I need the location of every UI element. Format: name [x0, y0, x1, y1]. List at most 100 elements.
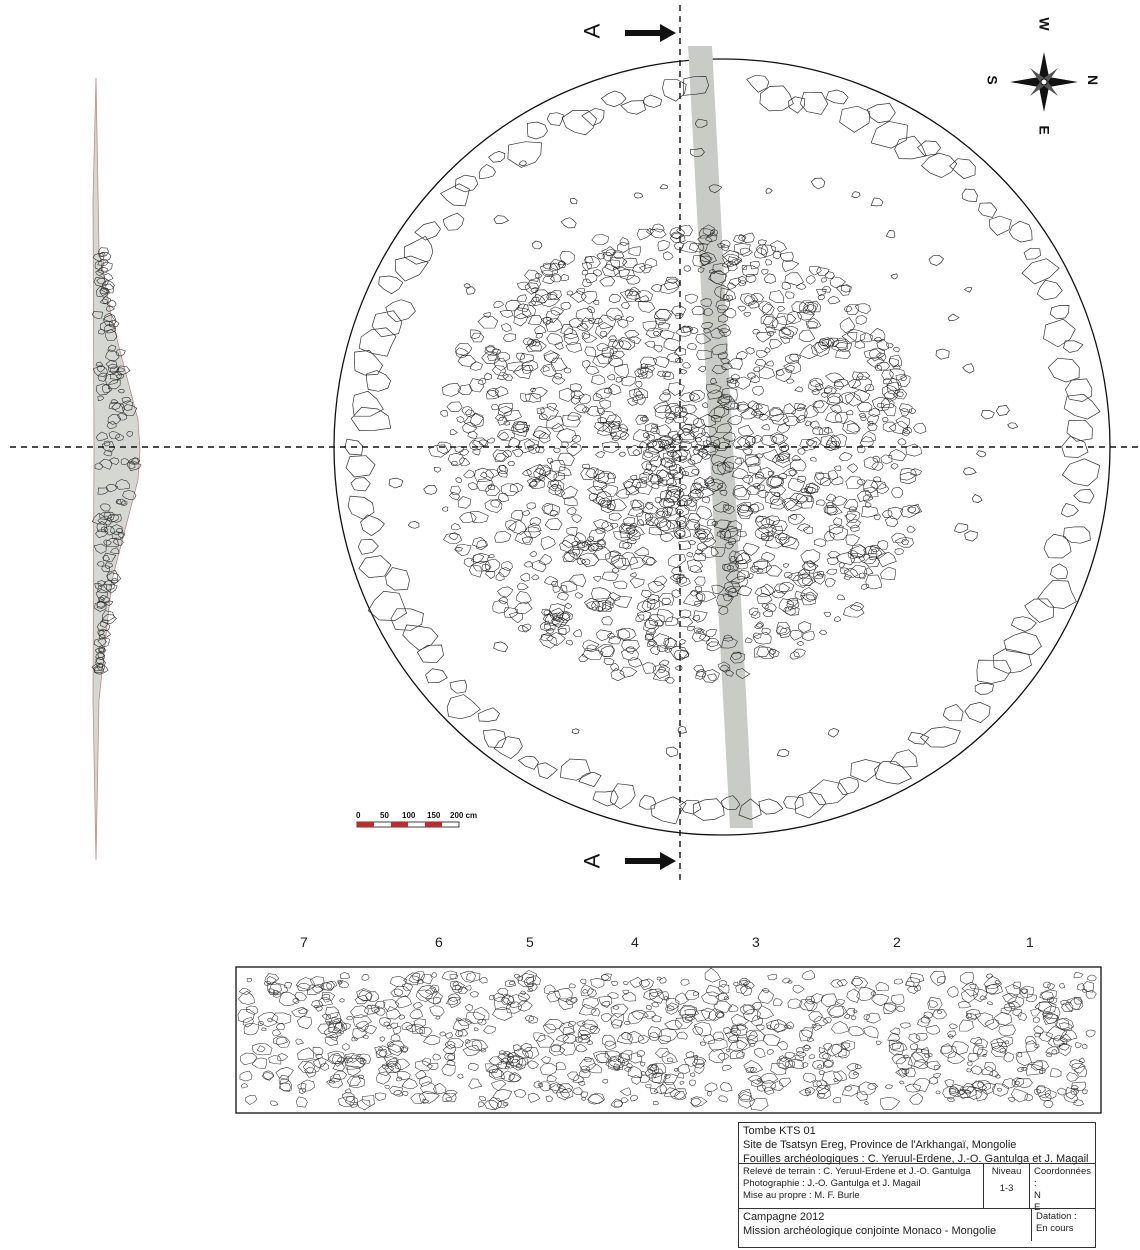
stone-outline — [508, 1073, 522, 1082]
stone-outline — [584, 273, 598, 283]
stone-outline — [1041, 1005, 1061, 1020]
stone-outline — [706, 436, 720, 447]
stone-outline — [737, 504, 754, 517]
stone-outline — [570, 198, 578, 205]
stone-outline — [590, 1008, 601, 1017]
stone-outline — [800, 594, 816, 606]
stone-outline — [600, 90, 627, 108]
stone-outline — [807, 300, 821, 313]
stone-outline — [609, 347, 618, 355]
stone-outline — [109, 457, 120, 466]
stone-outline — [346, 1075, 361, 1087]
stone-outline — [905, 443, 922, 457]
stone-outline — [618, 451, 626, 457]
stone-outline — [813, 1022, 823, 1031]
stone-outline — [94, 601, 107, 612]
stone-outline — [746, 572, 754, 580]
stone-outline — [748, 300, 760, 309]
stone-outline — [401, 983, 413, 992]
stone-outline — [497, 406, 513, 417]
stone-outline — [521, 969, 537, 984]
stone-outline — [717, 395, 736, 411]
stone-outline — [543, 350, 559, 363]
stone-outline — [277, 1053, 289, 1061]
stone-outline — [863, 494, 874, 503]
stone-outline — [628, 336, 642, 345]
stone-outline — [795, 283, 807, 290]
stone-outline — [762, 316, 779, 328]
stone-outline — [95, 652, 106, 660]
stone-outline — [588, 492, 599, 502]
stone-outline — [1037, 579, 1077, 609]
stone-outline — [791, 301, 809, 313]
stone-outline — [1049, 563, 1069, 580]
stone-outline — [921, 152, 958, 178]
stone-outline — [744, 436, 757, 446]
stone-outline — [97, 580, 107, 587]
stone-outline — [654, 619, 664, 627]
stone-outline — [727, 358, 743, 370]
stone-outline — [543, 503, 560, 516]
stone-outline — [717, 243, 725, 249]
stone-outline — [738, 280, 747, 287]
stone-outline — [765, 491, 781, 504]
stone-outline — [697, 267, 705, 273]
stone-outline — [803, 526, 814, 535]
stone-outline — [653, 663, 670, 679]
stone-outline — [592, 269, 603, 277]
stone-outline — [888, 420, 909, 434]
stone-outline — [517, 281, 531, 290]
stone-outline — [764, 347, 771, 353]
stone-outline — [484, 1100, 499, 1111]
stone-outline — [92, 252, 105, 262]
stone-outline — [439, 1031, 447, 1037]
stone-outline — [711, 584, 725, 595]
stone-outline — [1038, 1068, 1046, 1074]
stone-outline — [482, 312, 491, 319]
stone-outline — [588, 318, 596, 324]
stone-outline — [581, 1096, 587, 1101]
stone-outline — [497, 371, 510, 380]
stone-outline — [677, 1072, 684, 1079]
stone-outline — [724, 1031, 739, 1042]
stone-outline — [459, 457, 471, 467]
stone-outline — [494, 996, 512, 1010]
stone-outline — [610, 550, 621, 558]
stone-outline — [665, 416, 674, 424]
stone-outline — [803, 1000, 818, 1012]
stone-outline — [535, 333, 544, 339]
stone-outline — [1069, 1059, 1084, 1069]
stone-outline — [488, 1056, 503, 1066]
stone-outline — [242, 1017, 254, 1028]
stone-outline — [717, 661, 731, 673]
stone-outline — [622, 478, 642, 495]
stone-outline — [569, 290, 587, 303]
stone-outline — [965, 1012, 973, 1019]
stone-outline — [965, 1086, 983, 1100]
stone-outline — [760, 434, 777, 446]
stone-outline — [410, 1093, 427, 1104]
stone-outline — [627, 1010, 645, 1025]
stone-outline — [632, 394, 646, 406]
stone-outline — [974, 1012, 995, 1028]
stone-outline — [726, 378, 740, 389]
stone-outline — [385, 299, 416, 323]
stone-outline — [733, 243, 751, 256]
stone-outline — [795, 491, 813, 503]
segment-number: 4 — [631, 934, 639, 950]
stone-outline — [613, 530, 631, 541]
stone-outline — [645, 463, 658, 472]
stone-outline — [967, 1061, 973, 1066]
stone-outline — [328, 1018, 342, 1034]
stone-outline — [947, 985, 959, 998]
stone-outline — [613, 251, 625, 259]
stone-outline — [103, 511, 115, 522]
stone-outline — [442, 1092, 457, 1103]
stone-outline — [591, 587, 612, 600]
stone-outline — [601, 500, 616, 514]
stone-outline — [1079, 1057, 1085, 1063]
stone-outline — [663, 443, 676, 452]
stone-outline — [835, 348, 851, 359]
stone-outline — [827, 295, 841, 305]
stone-outline — [596, 343, 609, 352]
